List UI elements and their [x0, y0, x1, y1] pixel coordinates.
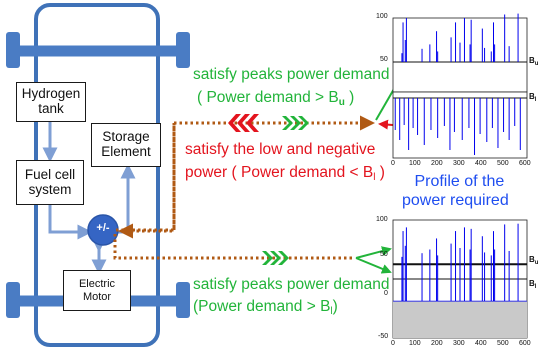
low-annotation-close: ): [379, 164, 385, 181]
top-chart-xtick: 300: [453, 160, 465, 167]
top-chart-lower-series: [394, 98, 521, 155]
top-chart-xtick: 0: [391, 160, 395, 167]
top-chart-upper-series: [401, 13, 519, 62]
peaks-annotation-upper-text: ( Power demand > B: [197, 89, 339, 106]
peaks-annotation-upper-close: ): [349, 89, 355, 106]
top-chart-ytick: 50: [380, 56, 388, 63]
front-right-wheel: [176, 32, 190, 68]
bottom-chart-xtick: 300: [453, 340, 465, 347]
bottom-chart-ytick: -50: [378, 333, 389, 340]
top-chart-xtick: 600: [519, 160, 531, 167]
profile-caption-line2: power required: [402, 192, 509, 210]
bottom-chart-xtick: 600: [519, 340, 531, 347]
top-chart-xtick: 200: [431, 160, 443, 167]
low-annotation-text: power ( Power demand < B: [185, 164, 374, 181]
rear-right-wheel: [176, 282, 190, 318]
green-chevrons-lower: [262, 251, 289, 265]
green-chevrons-upper: [282, 116, 309, 130]
bottom-chart-xtick: 200: [431, 340, 443, 347]
junction-label: +/-: [96, 222, 110, 234]
bottom-chart-xtick: 500: [497, 340, 509, 347]
hydrogen-tank-box: Hydrogen tank: [16, 82, 86, 122]
fuelcell-to-junction-arrow: [48, 205, 93, 240]
green-arrow-to-peaks-upper: [355, 246, 392, 259]
bottom-chart-ytick: 0: [384, 290, 388, 297]
bottom-chart-bu-label: Bu: [529, 255, 538, 266]
top-chart-xtick: 400: [475, 160, 487, 167]
low-annotation-line2: power ( Power demand < Bl ): [185, 164, 385, 183]
power-flow-upper-dotted: [116, 115, 375, 232]
low-annotation-line1: satisfy the low and negative: [185, 141, 376, 158]
bottom-chart: [392, 219, 528, 339]
top-chart-lower-panel: [392, 91, 528, 159]
top-chart-bu-label: Bu: [529, 56, 538, 67]
profile-caption: Profile of the power required: [402, 172, 509, 210]
bottom-chart-series: [393, 223, 527, 302]
bottom-chart-bl-label: Bl: [529, 279, 537, 290]
peaks-annotation-lower-line1: satisfy peaks power demand: [193, 276, 390, 293]
profile-caption-line1: Profile of the: [414, 173, 505, 190]
front-axle: [6, 32, 190, 68]
bu-subscript: u: [338, 97, 345, 108]
rear-left-wheel: [6, 282, 20, 318]
top-chart-xtick: 500: [497, 160, 509, 167]
top-chart: [392, 13, 528, 159]
green-arrow-to-peaks-lower: [355, 257, 392, 274]
power-flow-return-dotted: [118, 123, 176, 239]
bottom-chart-shaded-region: [393, 301, 527, 338]
peaks-annotation-lower-close: ): [332, 298, 338, 315]
bl-subscript-lower: l: [330, 306, 333, 317]
peaks-annotation-lower-line2: (Power demand > Bl): [193, 298, 338, 317]
top-chart-ytick: 100: [376, 13, 388, 20]
front-left-wheel: [6, 32, 20, 68]
red-chevrons: [228, 114, 259, 132]
peaks-annotation-lower-text: (Power demand > B: [193, 298, 331, 315]
bl-subscript: l: [373, 172, 376, 183]
electric-motor-box: Electric Motor: [63, 270, 131, 311]
storage-element-box: Storage Element: [91, 123, 161, 167]
bottom-chart-ytick: 50: [380, 251, 388, 258]
top-chart-xtick: 100: [409, 160, 421, 167]
bottom-chart-ytick: 100: [376, 216, 388, 223]
peaks-annotation-upper-line2: ( Power demand > Bu ): [197, 89, 354, 108]
bottom-chart-xtick: 100: [409, 340, 421, 347]
top-chart-bl-label: Bl: [529, 92, 537, 103]
bottom-chart-xtick: 400: [475, 340, 487, 347]
bottom-chart-xtick: 0: [391, 340, 395, 347]
peaks-annotation-upper-line1: satisfy peaks power demand: [193, 66, 390, 83]
fuel-cell-system-box: Fuel cell system: [16, 160, 84, 205]
